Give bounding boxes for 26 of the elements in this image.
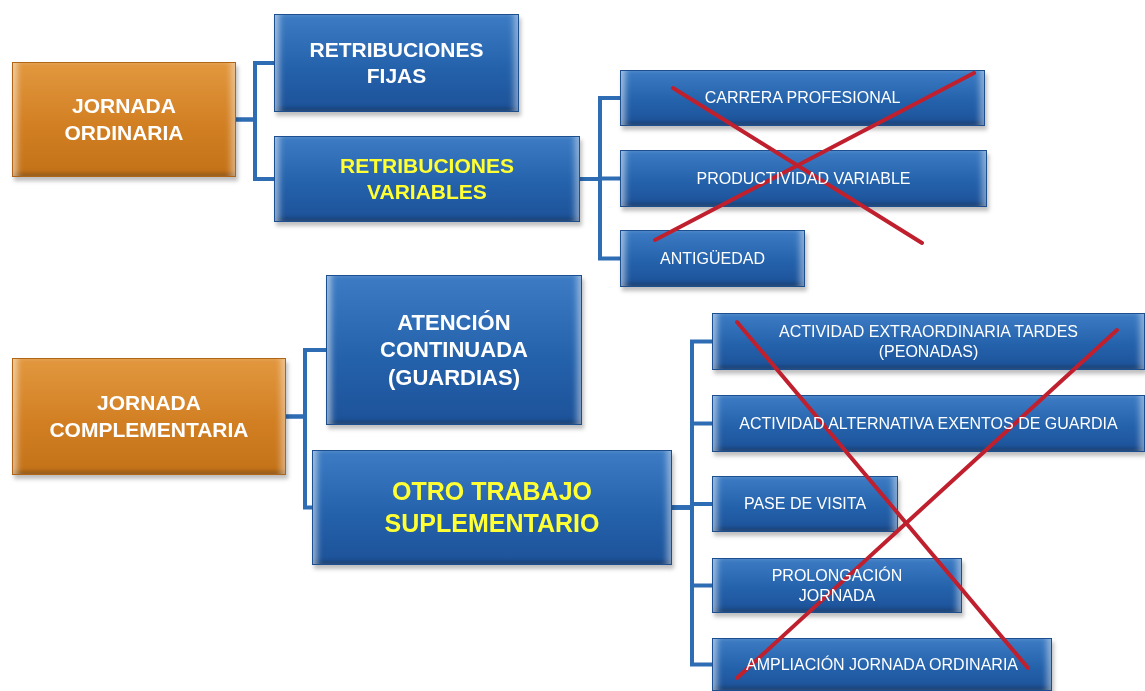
box-label: OTRO TRABAJO SUPLEMENTARIO <box>383 476 601 539</box>
box-label: RETRIBUCIONES FIJAS <box>308 36 485 89</box>
item-box <box>712 313 1145 370</box>
box-label: JORNADA COMPLEMENTARIA <box>48 390 250 443</box>
item-box <box>620 150 987 207</box>
item-box <box>620 230 805 287</box>
box-label: ANTIGÜEDAD <box>659 248 766 269</box>
box-label: RETRIBUCIONES VARIABLES <box>339 152 515 205</box>
connector-line <box>672 505 712 667</box>
connector-line <box>236 117 274 181</box>
box-label: ATENCIÓN CONTINUADA (GUARDIAS) <box>379 308 529 392</box>
box-label: CARRERA PROFESIONAL <box>703 88 902 108</box>
box-label: ACTIVIDAD EXTRAORDINARIA TARDES (PEONADAS) <box>778 321 1079 362</box>
category-box <box>12 62 236 177</box>
connector-line <box>286 414 312 510</box>
item-box <box>312 450 672 565</box>
item-box <box>274 136 580 222</box>
box-label: PASE DE VISITA <box>742 494 868 514</box>
category-box <box>12 358 286 475</box>
item-box <box>712 476 898 532</box>
item-box <box>712 395 1145 452</box>
item-box <box>620 70 985 126</box>
item-box <box>712 638 1052 691</box>
item-box <box>326 275 582 425</box>
item-box <box>274 14 519 112</box>
box-label: JORNADA ORDINARIA <box>63 93 185 146</box>
